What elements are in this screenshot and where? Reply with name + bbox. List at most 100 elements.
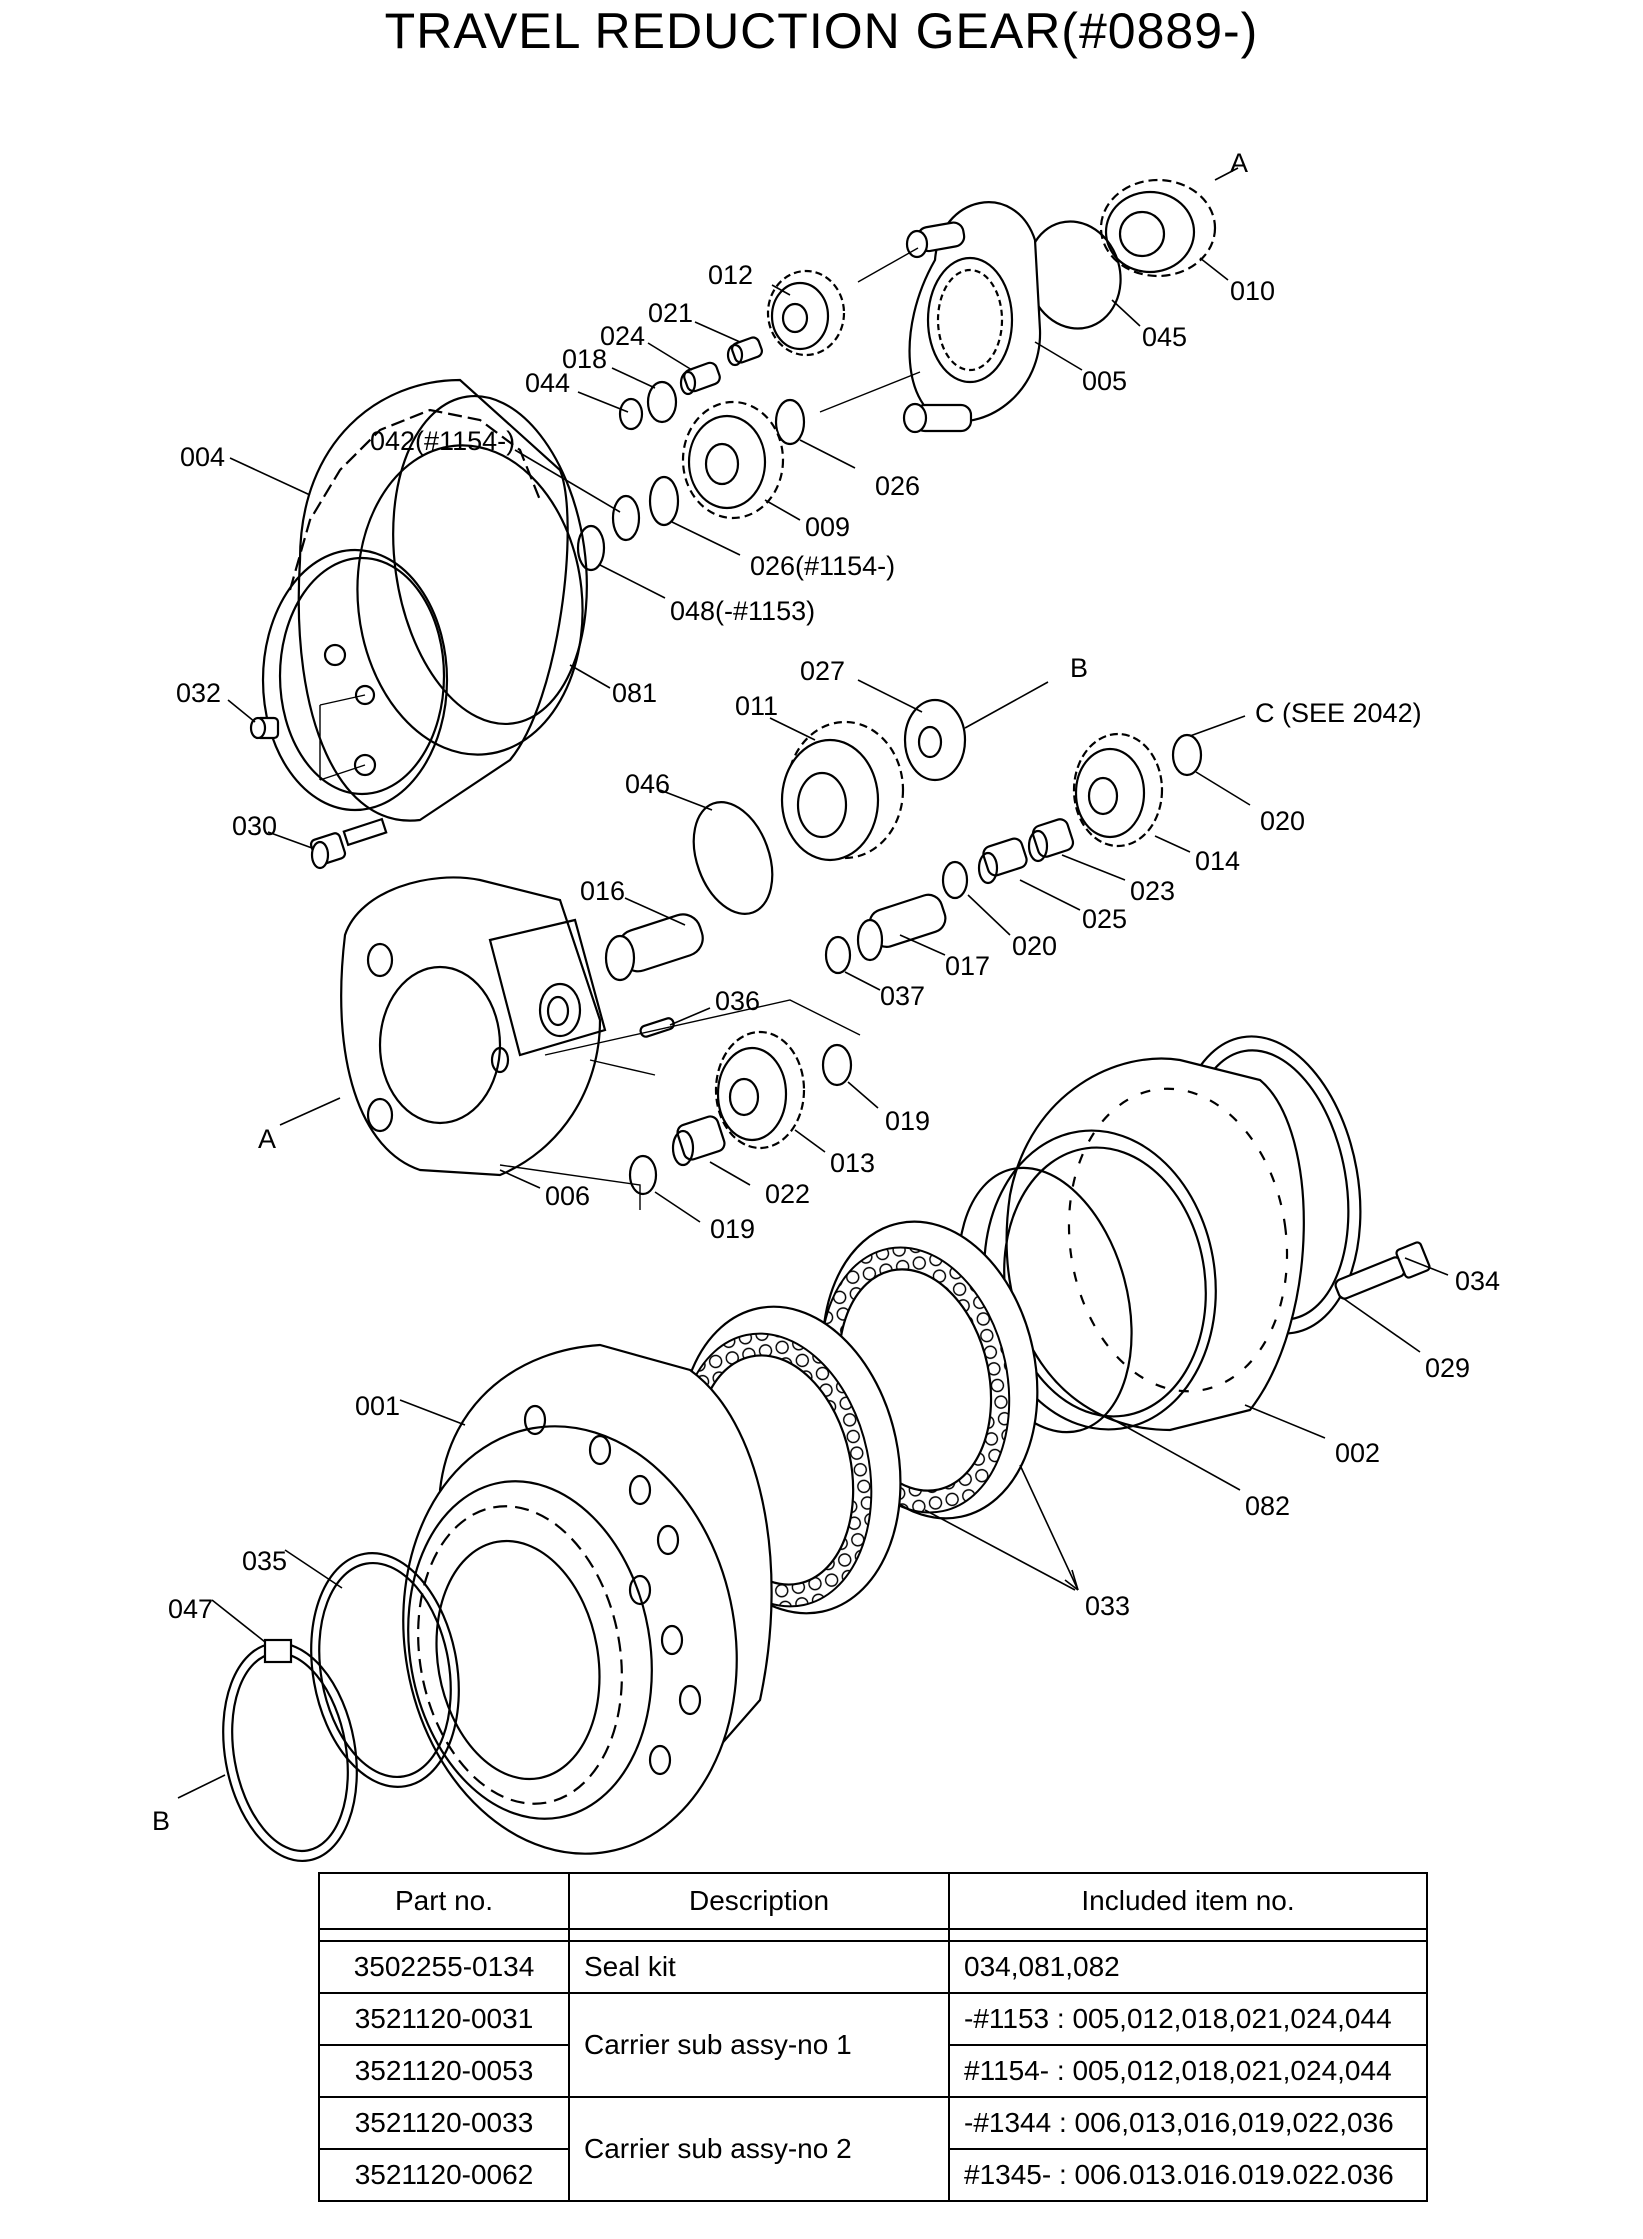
exploded-parts-diagram: A 010 045 005 012 021 024 018 044 026 00… bbox=[152, 148, 1500, 1863]
label-021: 021 bbox=[648, 298, 693, 328]
part-020-washer bbox=[1171, 733, 1203, 777]
part-037-snap-ring bbox=[824, 935, 852, 975]
label-036: 036 bbox=[715, 986, 760, 1016]
label-B-bottom: B bbox=[152, 1806, 170, 1836]
part-002-housing bbox=[983, 1035, 1431, 1432]
part-019-washer bbox=[821, 1043, 853, 1087]
part-026-washer-b bbox=[648, 475, 680, 527]
label-082: 082 bbox=[1245, 1491, 1290, 1521]
cell-description: Carrier sub assy-no 1 bbox=[568, 1992, 950, 2098]
label-037: 037 bbox=[880, 981, 925, 1011]
label-C-see-2042: C (SEE 2042) bbox=[1255, 698, 1422, 728]
part-006-carrier bbox=[340, 876, 607, 1177]
part-021-needle bbox=[726, 336, 763, 367]
label-022: 022 bbox=[765, 1179, 810, 1209]
label-047: 047 bbox=[168, 1594, 213, 1624]
label-016: 016 bbox=[580, 876, 625, 906]
part-018-washer bbox=[646, 380, 678, 424]
part-016-pin bbox=[604, 913, 704, 982]
part-046-ring bbox=[692, 801, 774, 915]
label-033: 033 bbox=[1085, 1591, 1130, 1621]
part-024-collar bbox=[679, 361, 721, 396]
table-row: 3521120-0031 Carrier sub assy-no 1 -#115… bbox=[318, 1992, 1428, 2098]
part-014-gear bbox=[1072, 732, 1164, 848]
label-019-b: 019 bbox=[710, 1214, 755, 1244]
label-026-1154: 026(#1154-) bbox=[750, 551, 895, 581]
label-A-top: A bbox=[1230, 148, 1248, 178]
label-002: 002 bbox=[1335, 1438, 1380, 1468]
part-012-gear bbox=[766, 269, 846, 357]
label-026: 026 bbox=[875, 471, 920, 501]
label-048: 048(-#1153) bbox=[670, 596, 815, 626]
cell-included: #1154- : 005,012,018,021,024,044 bbox=[948, 2044, 1428, 2098]
label-005: 005 bbox=[1082, 366, 1127, 396]
cell-part-no: 3521120-0031 bbox=[318, 1992, 570, 2046]
part-005-carrier bbox=[902, 201, 1042, 434]
part-001-hub bbox=[402, 1343, 773, 1855]
table-row: 3521120-0053 #1154- : 005,012,018,021,02… bbox=[318, 2044, 1428, 2098]
table-header-row: Part no. Description Included item no. bbox=[318, 1872, 1428, 1930]
label-032: 032 bbox=[176, 678, 221, 708]
label-014: 014 bbox=[1195, 846, 1240, 876]
label-A-left: A bbox=[258, 1124, 276, 1154]
part-026-washer bbox=[774, 398, 806, 446]
label-027: 027 bbox=[800, 656, 845, 686]
cell-description: Seal kit bbox=[568, 1940, 950, 1994]
label-044: 044 bbox=[525, 368, 570, 398]
label-B-mid: B bbox=[1070, 653, 1088, 683]
label-045: 045 bbox=[1142, 322, 1187, 352]
part-011-gear bbox=[780, 720, 905, 862]
label-020-b: 020 bbox=[1012, 931, 1057, 961]
table-row: 3521120-0062 #1345- : 006.013.016.019.02… bbox=[318, 2148, 1428, 2202]
label-029: 029 bbox=[1425, 1353, 1470, 1383]
part-013-gear bbox=[714, 1030, 806, 1150]
part-009-gear bbox=[681, 400, 785, 520]
cell-included: 034,081,082 bbox=[948, 1940, 1428, 1994]
header-included-item-no: Included item no. bbox=[948, 1872, 1428, 1930]
part-017-shaft bbox=[856, 893, 947, 962]
table-row: 3521120-0033 Carrier sub assy-no 2 -#134… bbox=[318, 2096, 1428, 2202]
label-030: 030 bbox=[232, 811, 277, 841]
part-019-washer-b bbox=[628, 1154, 658, 1196]
label-013: 013 bbox=[830, 1148, 875, 1178]
label-019: 019 bbox=[885, 1106, 930, 1136]
label-035: 035 bbox=[242, 1546, 287, 1576]
label-012: 012 bbox=[708, 260, 753, 290]
part-081-o-ring bbox=[392, 394, 588, 726]
header-part-no: Part no. bbox=[318, 1872, 570, 1930]
table-spacer bbox=[318, 1928, 1428, 1942]
label-024: 024 bbox=[600, 321, 645, 351]
part-048-snap-ring bbox=[576, 524, 606, 572]
part-004-cover bbox=[261, 378, 584, 822]
cell-part-no: 3521120-0053 bbox=[318, 2044, 570, 2098]
cell-included: #1345- : 006.013.016.019.022.036 bbox=[948, 2148, 1428, 2202]
page-title: TRAVEL REDUCTION GEAR(#0889-) bbox=[384, 3, 1259, 59]
cell-description: Carrier sub assy-no 2 bbox=[568, 2096, 950, 2202]
part-023-needle-bearing bbox=[1027, 818, 1075, 863]
part-027-thrust-washer bbox=[903, 698, 967, 782]
label-001: 001 bbox=[355, 1391, 400, 1421]
part-032-plug bbox=[249, 716, 280, 740]
part-030-bolt bbox=[309, 817, 388, 870]
cell-included: -#1153 : 005,012,018,021,024,044 bbox=[948, 1992, 1428, 2046]
label-034: 034 bbox=[1455, 1266, 1500, 1296]
leader-lines bbox=[177, 167, 1449, 1799]
label-004: 004 bbox=[180, 442, 225, 472]
part-047-snap-ring bbox=[222, 1638, 358, 1863]
part-042-ring bbox=[611, 494, 641, 542]
table-row: 3502255-0134 Seal kit 034,081,082 bbox=[318, 1940, 1428, 1994]
label-018: 018 bbox=[562, 344, 607, 374]
cell-part-no: 3521120-0062 bbox=[318, 2148, 570, 2202]
parts-table: Part no. Description Included item no. 3… bbox=[318, 1872, 1428, 2202]
cell-included: -#1344 : 006,013,016,019,022,036 bbox=[948, 2096, 1428, 2150]
label-009: 009 bbox=[805, 512, 850, 542]
label-081: 081 bbox=[612, 678, 657, 708]
part-044-snap-ring bbox=[618, 397, 644, 431]
part-010-gear bbox=[1099, 178, 1217, 278]
label-010: 010 bbox=[1230, 276, 1275, 306]
part-020-washer-b bbox=[941, 860, 969, 900]
part-025-collar bbox=[977, 837, 1028, 885]
cell-part-no: 3521120-0033 bbox=[318, 2096, 570, 2150]
label-046: 046 bbox=[625, 769, 670, 799]
header-description: Description bbox=[568, 1872, 950, 1930]
